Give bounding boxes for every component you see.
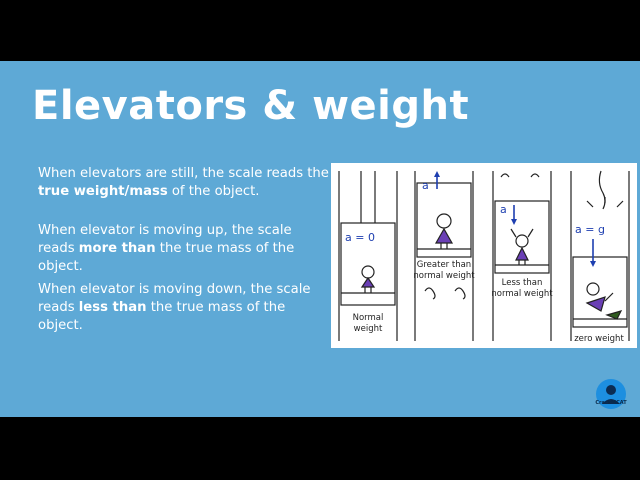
paragraph-moving-up: When elevator is moving up, the scale re… (38, 222, 330, 276)
para-emphasis: less than (78, 300, 147, 315)
para-emphasis: true weight/mass (38, 184, 168, 199)
elevator-panel-up (414, 171, 474, 341)
accel-label-up: a (422, 179, 429, 192)
elevator-illustration-svg: a = 0 a a a = g Normal weight Greater th… (338, 170, 630, 344)
elevator-illustration: a = 0 a a a = g Normal weight Greater th… (331, 163, 637, 348)
para-emphasis: more than (78, 241, 156, 256)
para-text: of the object. (167, 184, 260, 199)
caption-up-line1: Greater than (417, 260, 471, 270)
caption-still-line2: weight (354, 324, 383, 334)
caption-down-line2: normal weight (491, 289, 553, 299)
elevator-panel-down (492, 171, 552, 341)
paragraph-still: When elevators are still, the scale read… (38, 165, 330, 201)
cracking-mcat-logo-icon (595, 378, 627, 410)
logo-text: CrackMCAT (595, 400, 627, 406)
caption-down-line1: Less than (502, 278, 543, 288)
caption-still-line1: Normal (353, 313, 384, 323)
para-text: the true mass of the object. (38, 300, 286, 333)
paragraph-moving-down: When elevator is moving down, the scale … (38, 281, 330, 335)
accel-label-still: a = 0 (345, 231, 375, 244)
slide: Elevators & weight When elevators are st… (0, 61, 640, 417)
para-text: When elevator is moving up, the scale re… (38, 223, 292, 256)
elevator-panel-free-fall (570, 170, 630, 341)
caption-up-line2: normal weight (413, 271, 475, 281)
caption-free-fall: zero weight (574, 334, 624, 344)
para-text: the true mass of the object. (38, 241, 295, 274)
elevator-panel-still (338, 171, 398, 341)
accel-label-down: a (500, 203, 507, 216)
para-text: When elevator is moving down, the scale … (38, 282, 311, 315)
para-text: When elevators are still, the scale read… (38, 166, 329, 181)
accel-label-free-fall: a = g (575, 223, 605, 236)
slide-title: Elevators & weight (32, 83, 470, 129)
